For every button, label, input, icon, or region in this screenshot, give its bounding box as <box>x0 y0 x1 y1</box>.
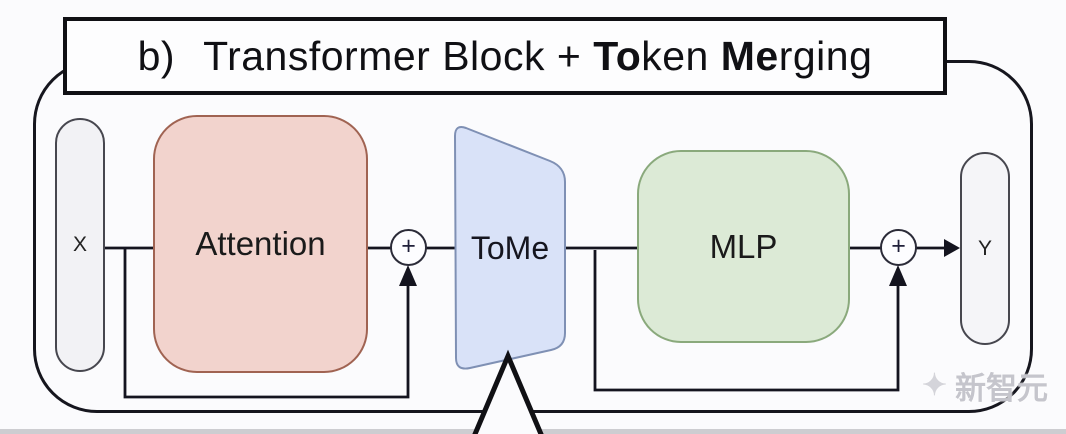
title-bold2: Me <box>720 32 779 79</box>
mlp-label: MLP <box>709 227 778 265</box>
watermark: ✦ 新智元 <box>922 363 1048 408</box>
title-part3: rging <box>778 32 873 79</box>
plus-sign: + <box>891 231 906 260</box>
add-circle-1: + <box>390 229 427 266</box>
tome-label: ToMe <box>470 229 550 266</box>
node-attention: Attention <box>153 115 368 373</box>
node-output-y: Y <box>960 152 1010 345</box>
title-part1: Transformer Block + <box>203 32 594 79</box>
input-label: X <box>72 233 87 256</box>
watermark-logo-icon: ✦ <box>921 369 947 402</box>
attention-label: Attention <box>195 225 326 262</box>
node-input-x: X <box>55 118 105 372</box>
add-circle-2: + <box>880 229 917 266</box>
node-tome: ToMe <box>452 229 568 267</box>
bottom-strip <box>0 429 1066 434</box>
title-part2: ken <box>641 32 721 79</box>
title-bold1: To <box>593 32 642 79</box>
output-label: Y <box>977 236 992 260</box>
plus-sign: + <box>401 231 416 260</box>
title-prefix: b) <box>137 32 176 79</box>
watermark-text: 新智元 <box>955 371 1048 406</box>
node-mlp: MLP <box>637 150 850 343</box>
